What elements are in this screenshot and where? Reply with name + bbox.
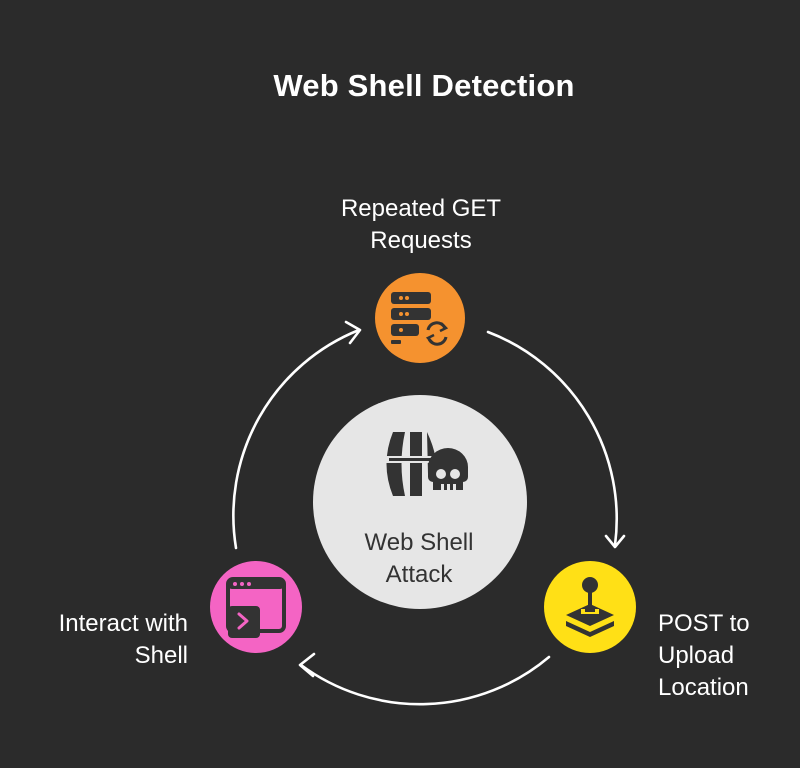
arrow-get-to-post <box>486 330 618 547</box>
node-get-label-line1: Repeated GET <box>340 195 502 222</box>
node-interact-label-line2: Shell <box>134 642 188 669</box>
center-label-line2: Attack <box>385 561 453 588</box>
node-post-label-line1: POST to <box>658 610 750 637</box>
terminal-window-icon <box>226 577 286 638</box>
node-interact-label-line1: Interact with <box>58 610 188 637</box>
barrel-skull-icon <box>386 432 468 496</box>
arrowhead-interact <box>298 652 316 678</box>
node-interact-label: Interact with Shell <box>20 608 188 672</box>
node-post-label-line3: Location <box>658 674 749 701</box>
node-get-label-line2: Requests <box>370 227 472 254</box>
joystick-layers-icon <box>566 577 614 637</box>
center-label: Web Shell Attack <box>313 527 525 591</box>
arrow-interact-to-get <box>232 328 361 550</box>
arrowhead-get <box>344 320 362 345</box>
node-post-label-line2: Upload <box>658 642 735 669</box>
arrow-post-to-interact <box>299 655 551 706</box>
page-title: Web Shell Detection <box>273 68 575 103</box>
node-get-label: Repeated GET Requests <box>300 193 542 257</box>
node-post-label: POST to Upload Location <box>658 608 798 704</box>
center-label-line1: Web Shell <box>364 529 474 556</box>
arrowhead-post <box>604 534 626 549</box>
center-circle <box>313 395 527 609</box>
server-refresh-icon <box>391 292 451 347</box>
